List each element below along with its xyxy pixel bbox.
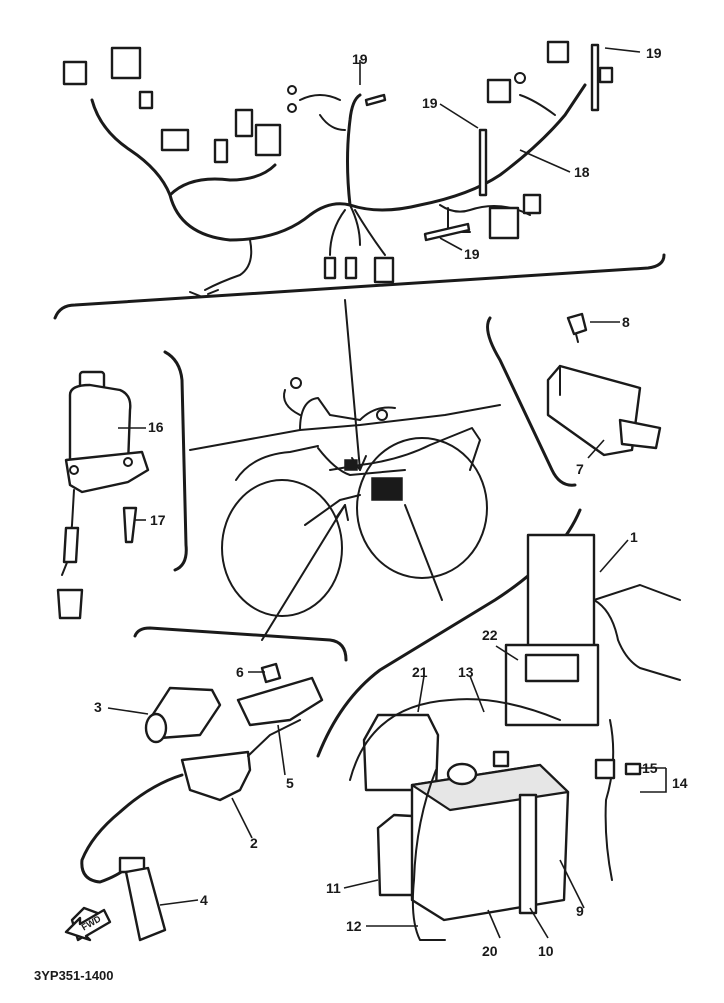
callout-19-bottom: 19 xyxy=(464,246,480,262)
callout-9: 9 xyxy=(576,903,584,919)
callout-10: 10 xyxy=(538,943,554,959)
callout-labels: 19 19 19 18 19 8 7 16 17 6 3 5 2 4 1 22 … xyxy=(94,45,688,959)
callout-21: 21 xyxy=(412,664,428,680)
ignition-coil-group xyxy=(70,662,324,942)
callout-2: 2 xyxy=(250,835,258,851)
leader-lines xyxy=(107,47,667,939)
callout-3: 3 xyxy=(94,699,102,715)
callout-4: 4 xyxy=(200,892,208,908)
callout-17: 17 xyxy=(150,512,166,528)
callout-14: 14 xyxy=(672,775,688,791)
motorcycle-outline xyxy=(189,299,501,641)
callout-16: 16 xyxy=(148,419,164,435)
callout-19-top: 19 xyxy=(352,51,368,67)
callout-11: 11 xyxy=(326,880,341,896)
callout-15: 15 xyxy=(642,760,658,776)
callout-5: 5 xyxy=(286,775,294,791)
callout-1: 1 xyxy=(630,529,638,545)
wire-harness xyxy=(62,40,614,297)
rectifier-regulator xyxy=(546,312,662,457)
callout-20: 20 xyxy=(482,943,498,959)
section-borders xyxy=(53,253,666,758)
callout-13: 13 xyxy=(458,664,474,680)
battery-group xyxy=(349,533,681,941)
callout-7: 7 xyxy=(576,461,584,477)
main-switch xyxy=(56,370,150,620)
callout-6: 6 xyxy=(236,664,244,680)
callout-12: 12 xyxy=(346,918,362,934)
callout-22: 22 xyxy=(482,627,498,643)
callout-18: 18 xyxy=(574,164,590,180)
callout-19-right: 19 xyxy=(646,45,662,61)
callout-19-mid: 19 xyxy=(422,95,438,111)
figure-code: 3YP351-1400 xyxy=(34,968,114,983)
callout-8: 8 xyxy=(622,314,630,330)
